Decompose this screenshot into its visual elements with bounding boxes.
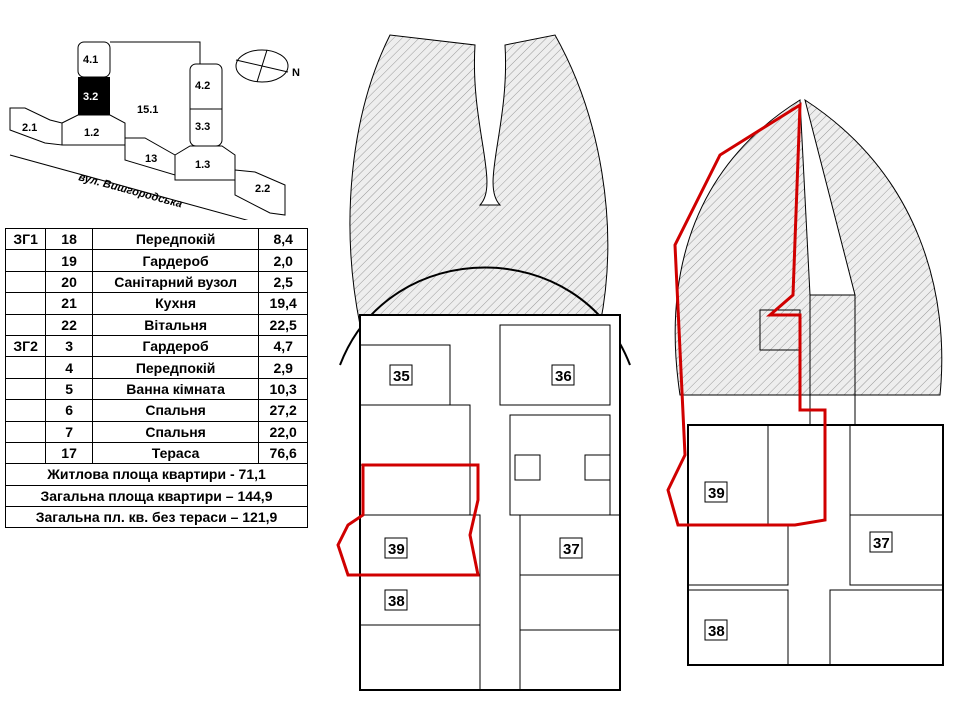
unit-number: 37 [873,535,890,552]
summary-row: Житлова площа квартири - 71,1 [5,463,308,486]
room-number-cell: 19 [45,249,93,272]
area-cell: 4,7 [258,334,308,358]
room-name-cell: Кухня [91,292,260,315]
group-cell [4,270,47,294]
summary-cell: Загальна площа квартири – 144,9 [5,484,308,508]
unit-number: 37 [563,541,580,558]
north-label: N [292,67,300,79]
street-label: вул. Вишгородська [77,171,183,210]
unit-number: 38 [388,593,405,610]
unit-number: 35 [393,368,410,385]
unit-number: 36 [555,368,572,385]
area-cell: 8,4 [258,227,308,251]
floor-plan-left: 35 36 37 38 39 [336,34,631,691]
block-label: 1.2 [84,127,99,139]
room-number-cell: 17 [45,441,93,465]
block-label: 1.3 [195,159,210,171]
summary-cell: Житлова площа квартири - 71,1 [5,463,308,486]
block-label: 4.2 [195,80,210,92]
group-cell [4,399,47,422]
unit-number: 39 [708,485,725,502]
room-number-cell: 7 [45,420,93,443]
block-label: 15.1 [137,104,158,116]
area-cell: 19,4 [258,292,308,315]
group-cell [4,441,47,465]
group-cell [4,377,47,401]
room-name-cell: Спальня [91,420,260,443]
room-number-cell: 22 [45,313,93,336]
block-label: 3.3 [195,121,210,133]
block-label: 13 [145,153,157,165]
group-cell: ЗГ2 [4,334,47,358]
area-cell: 2,9 [258,356,308,379]
area-cell: 10,3 [258,377,308,401]
room-number-cell: 6 [45,399,93,422]
unit-number: 38 [708,623,725,640]
group-cell [4,313,47,336]
block-label: 2.1 [22,122,37,134]
room-number-cell: 4 [45,356,93,379]
area-cell: 22,0 [258,420,308,443]
room-name-cell: Санітарний вузол [91,270,260,294]
area-cell: 2,5 [258,270,308,294]
room-number-cell: 5 [45,377,93,401]
site-plan: N 4.1 3.2 15.1 4.2 3.3 2.1 1.2 13 1.3 2.… [9,41,300,220]
area-cell: 2,0 [258,249,308,272]
block-label: 3.2 [83,91,98,103]
block-label: 2.2 [255,183,270,195]
group-cell [4,249,47,272]
summary-row: Загальна площа квартири – 144,9 [5,484,308,508]
group-cell [4,356,47,379]
summary-cell: Загальна пл. кв. без тераси – 121,9 [5,506,308,529]
floor-plan-right: 39 37 38 [666,98,944,666]
area-cell: 27,2 [258,399,308,422]
group-cell [4,292,47,315]
block-label: 4.1 [83,54,98,66]
summary-row: Загальна пл. кв. без тераси – 121,9 [5,506,308,529]
area-cell: 22,5 [258,313,308,336]
room-name-cell: Тераса [91,441,260,465]
unit-number: 39 [388,541,405,558]
room-name-cell: Передпокій [91,356,260,379]
room-name-cell: Гардероб [91,334,260,358]
room-number-cell: 3 [45,334,93,358]
room-number-cell: 20 [45,270,93,294]
room-name-cell: Гардероб [91,249,260,272]
room-name-cell: Спальня [91,399,260,422]
room-name-cell: Ванна кімната [91,377,260,401]
area-cell: 76,6 [258,441,308,465]
room-number-cell: 21 [45,292,93,315]
room-name-cell: Передпокій [91,227,260,251]
room-number-cell: 18 [45,227,93,251]
group-cell: ЗГ1 [4,227,47,251]
group-cell [4,420,47,443]
room-name-cell: Вітальня [91,313,260,336]
